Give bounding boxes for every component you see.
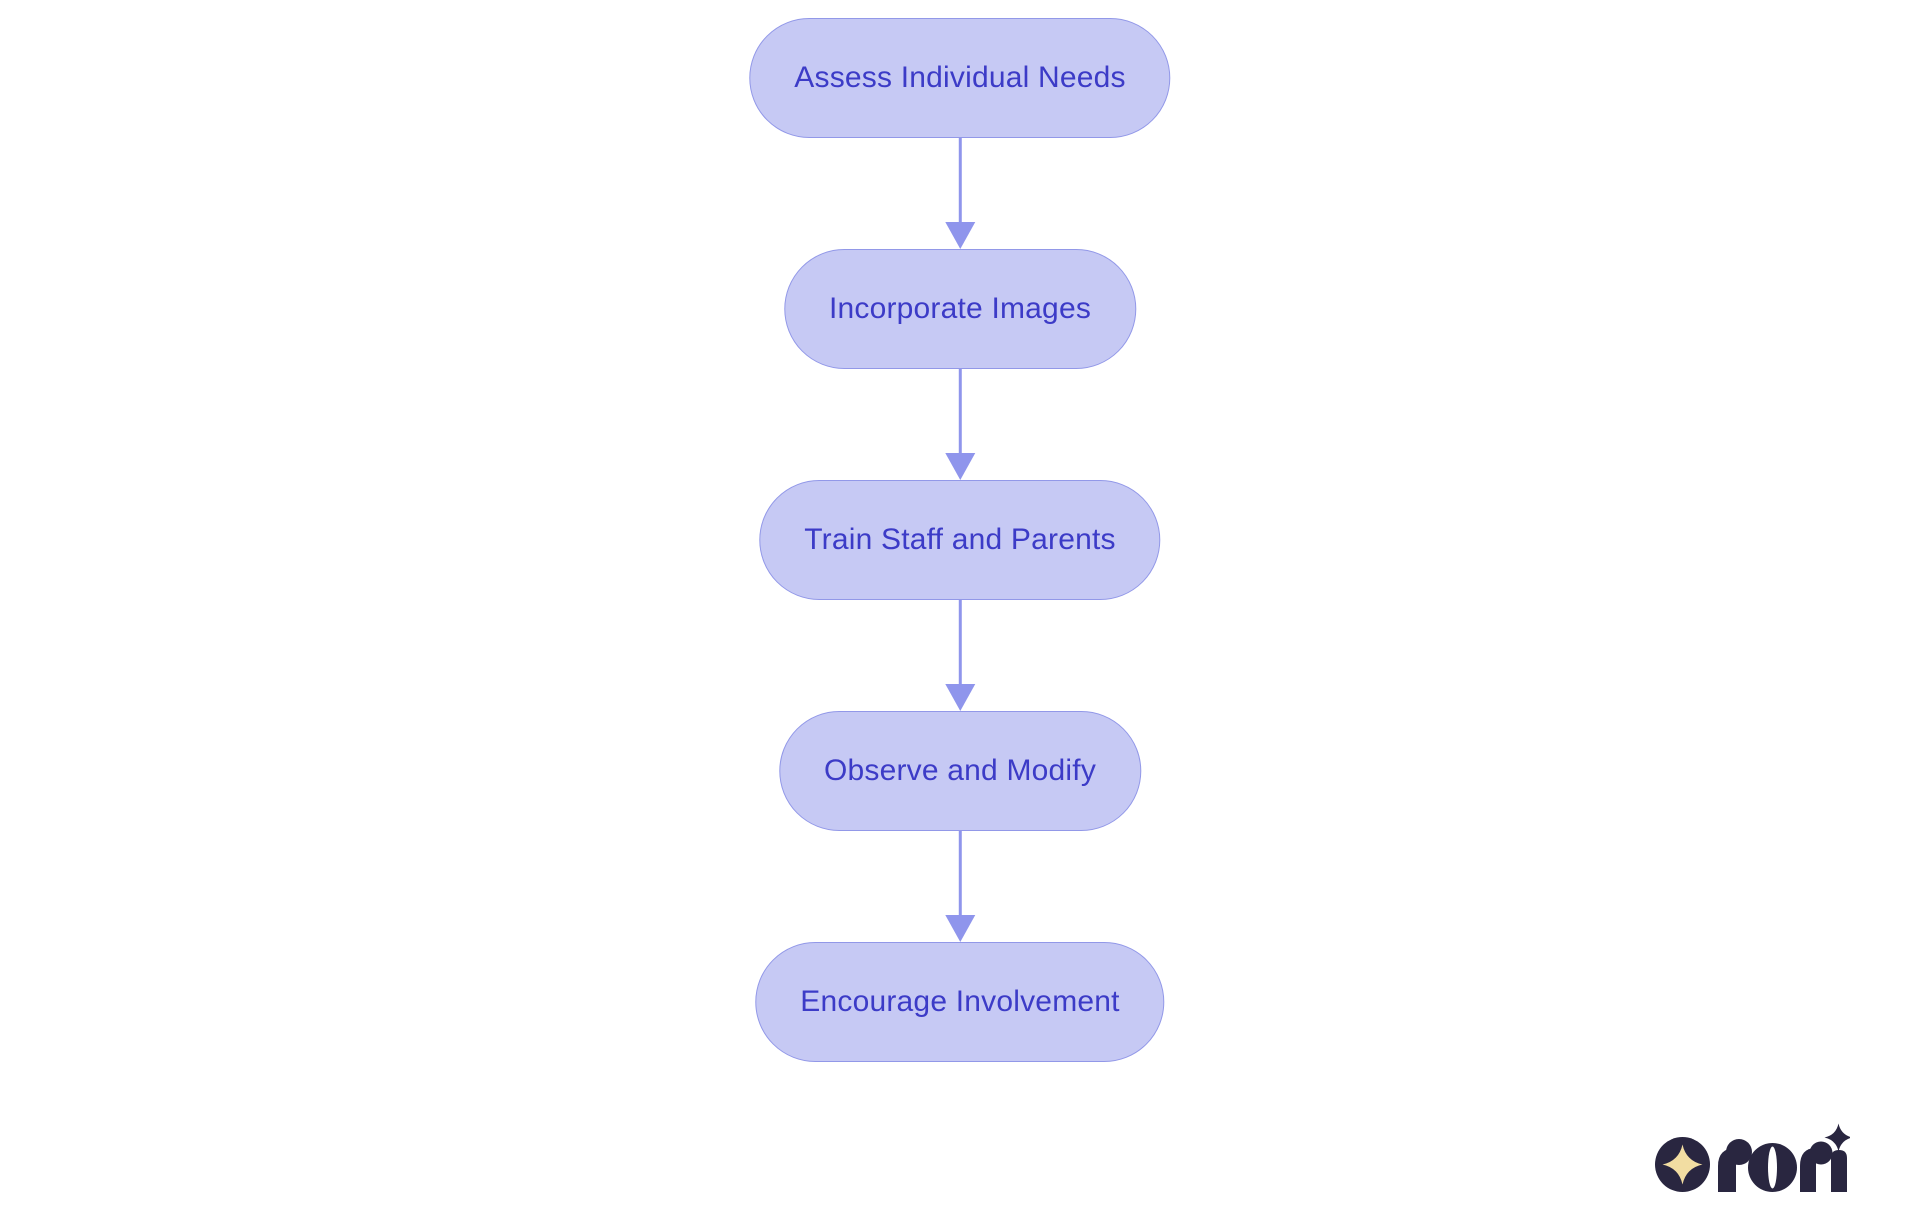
arrow-down-2 (945, 369, 975, 480)
flow-node-4: Observe and Modify (778, 711, 1142, 831)
sparkle-in-circle-icon (1655, 1137, 1710, 1192)
flow-node-2: Incorporate Images (783, 249, 1137, 369)
flow-node-5-label: Encourage Involvement (800, 985, 1120, 1018)
arrow-down-4 (945, 831, 975, 942)
arrow-down-3 (945, 600, 975, 711)
flowchart: Assess Individual Needs Incorporate Imag… (749, 18, 1171, 1062)
flow-node-1: Assess Individual Needs (749, 18, 1171, 138)
flow-node-2-label: Incorporate Images (828, 292, 1092, 325)
flow-node-4-label: Observe and Modify (823, 754, 1097, 787)
flow-node-3: Train Staff and Parents (759, 480, 1161, 600)
sparkle-icon (1824, 1123, 1850, 1152)
flow-node-5: Encourage Involvement (755, 942, 1165, 1062)
rori-wordmark (1718, 1123, 1850, 1192)
arrow-down-1 (945, 138, 975, 249)
flow-node-3-label: Train Staff and Parents (804, 523, 1116, 556)
rori-logo (1655, 1123, 1850, 1192)
flow-node-1-label: Assess Individual Needs (794, 61, 1126, 94)
